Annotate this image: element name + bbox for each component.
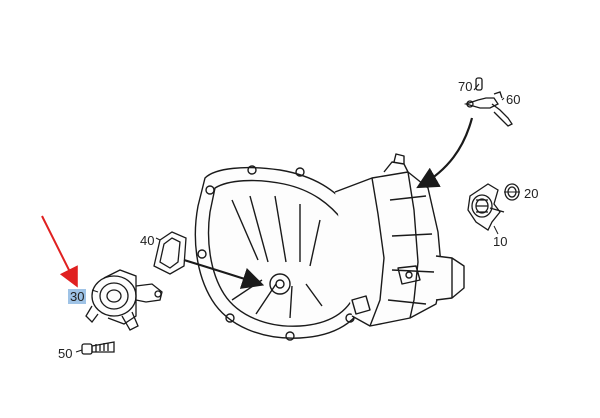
cover-part [153,231,187,275]
bolt-part [81,341,115,355]
callout-10: 10 [493,234,508,249]
callout-70: 70 [458,79,473,94]
shift-lever-part [463,91,513,127]
slave-cylinder-part [85,269,163,331]
callout-50: 50 [58,346,73,361]
leader-lines [75,83,520,353]
assembly-arrow-cover [183,258,265,289]
transmission-housing [194,153,465,341]
assembly-arrow-lever [416,117,474,189]
callout-30: 30 [68,289,87,304]
callout-20: 20 [524,186,539,201]
callout-60: 60 [506,92,521,107]
pointer-arrow [41,215,78,288]
callout-40: 40 [140,233,155,248]
flange-part [467,183,505,231]
